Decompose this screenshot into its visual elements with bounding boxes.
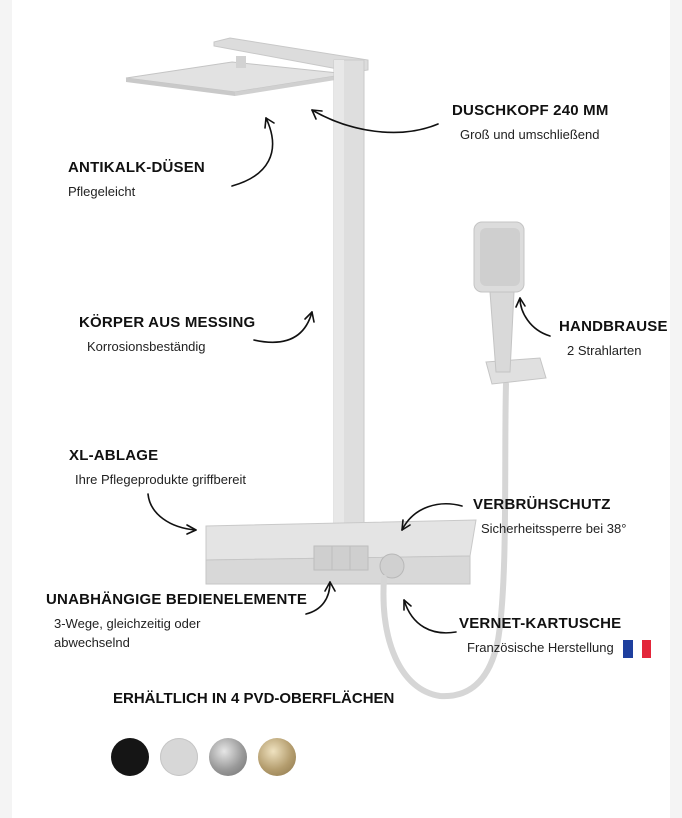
arrow-bedienelemente	[305, 581, 331, 615]
feature-subtitle: 3-Wege, gleichzeitig oder abwechselnd	[54, 616, 201, 650]
feature-messing: KÖRPER AUS MESSING Korrosionsbeständig	[79, 314, 255, 356]
feature-handbrause: HANDBRAUSE 2 Strahlarten	[559, 318, 668, 360]
feature-title: VERBRÜHSCHUTZ	[473, 496, 611, 513]
feature-subtitle: Korrosionsbeständig	[87, 339, 206, 354]
feature-title: DUSCHKOPF 240 MM	[452, 102, 609, 119]
feature-subtitle: Französische Herstellung	[467, 640, 614, 655]
feature-bedienelemente: UNABHÄNGIGE BEDIENELEMENTE 3-Wege, gleic…	[46, 591, 308, 652]
feature-title: UNABHÄNGIGE BEDIENELEMENTE	[46, 591, 308, 608]
feature-verbruehschutz: VERBRÜHSCHUTZ Sicherheitssperre bei 38°	[473, 496, 626, 538]
shower-hose	[380, 381, 509, 700]
finish-swatch-brushed-steel[interactable]	[209, 738, 247, 776]
feature-title: HANDBRAUSE	[559, 318, 668, 335]
feature-subtitle: Pflegeleicht	[68, 184, 136, 199]
feature-subtitle-row: Französische Herstellung	[467, 638, 652, 658]
thermostat-knob	[379, 553, 405, 579]
arrow-antikalk	[231, 117, 274, 187]
control-buttons	[313, 545, 369, 571]
hand-shower-grip	[489, 291, 515, 373]
finish-swatch-white[interactable]	[160, 738, 198, 776]
finish-swatch-brushed-gold[interactable]	[258, 738, 296, 776]
feature-title: XL-ABLAGE	[69, 447, 159, 464]
feature-subtitle: Sicherheitssperre bei 38°	[481, 521, 627, 536]
arrow-kartusche	[403, 599, 457, 634]
finishes-title: ERHÄLTLICH IN 4 PVD-OBERFLÄCHEN	[113, 690, 395, 707]
feature-ablage: XL-ABLAGE Ihre Pflegeprodukte griffberei…	[69, 447, 246, 489]
arrow-messing	[253, 311, 313, 344]
feature-subtitle: Groß und umschließend	[460, 127, 600, 142]
feature-subtitle: Ihre Pflegeprodukte griffbereit	[75, 472, 247, 487]
arrow-handbrause	[519, 297, 551, 337]
feature-title: VERNET-KARTUSCHE	[459, 615, 622, 632]
feature-title: KÖRPER AUS MESSING	[79, 314, 256, 331]
feature-antikalk: ANTIKALK-DÜSEN Pflegeleicht	[68, 159, 205, 201]
arrow-duschkopf	[311, 109, 439, 134]
feature-title: ANTIKALK-DÜSEN	[68, 159, 205, 176]
feature-kartusche: VERNET-KARTUSCHE Französische Herstellun…	[459, 615, 652, 658]
arrow-ablage	[147, 493, 197, 531]
feature-duschkopf: DUSCHKOPF 240 MM Groß und umschließend	[452, 102, 609, 144]
feature-subtitle: 2 Strahlarten	[567, 343, 642, 358]
french-flag-icon	[623, 639, 652, 658]
shower-arm	[213, 37, 369, 73]
finish-swatch-black[interactable]	[111, 738, 149, 776]
arrow-verbruehschutz	[401, 503, 463, 531]
